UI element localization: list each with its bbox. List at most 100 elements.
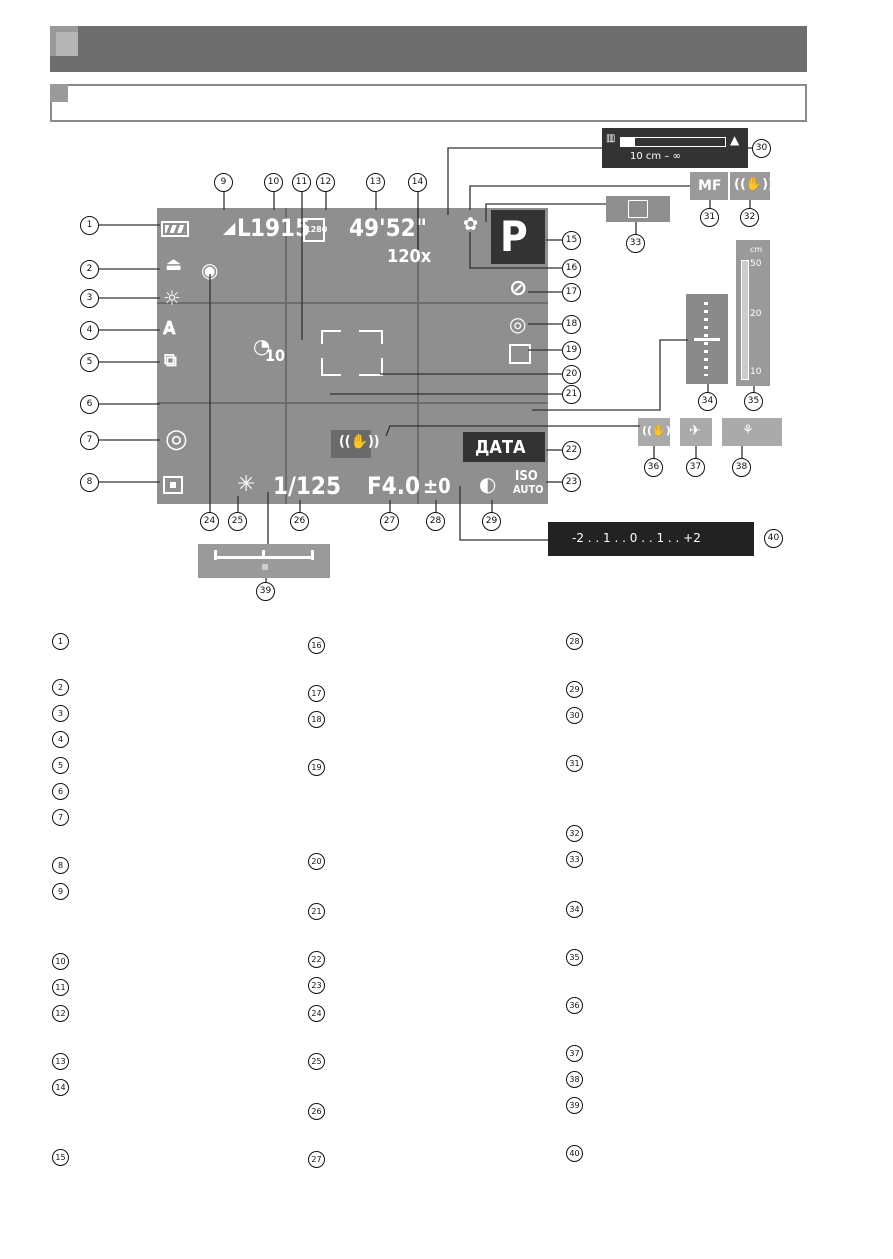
- camera-shake-warning: ((✋)): [730, 172, 774, 200]
- callout: 39: [256, 582, 275, 601]
- legend-item-36: 36: [566, 997, 583, 1014]
- callout: 33: [626, 234, 645, 253]
- callout: 16: [562, 259, 581, 278]
- legend-item-12: 12: [52, 1005, 69, 1022]
- recording-time: 49'52": [349, 214, 427, 242]
- wind-icon: ✈: [689, 423, 701, 439]
- grid-line: [157, 402, 548, 404]
- callout: 32: [740, 208, 759, 227]
- legend-item-25: 25: [308, 1053, 325, 1070]
- callout: 22: [562, 441, 581, 460]
- callout: 28: [426, 512, 445, 531]
- self-timer-icon: ◔: [253, 334, 271, 358]
- legend-item-27: 27: [308, 1151, 325, 1168]
- date-stamp-box: ДАТА: [463, 432, 545, 462]
- legend-item-16: 16: [308, 637, 325, 654]
- aperture-value: F4.0: [367, 472, 421, 500]
- iso-label: ISO: [515, 469, 538, 484]
- callout: 26: [290, 512, 309, 531]
- callout: 29: [482, 512, 501, 531]
- battery-icon: [161, 221, 189, 237]
- legend-item-32: 32: [566, 825, 583, 842]
- image-stabilization-box: ((✋)): [331, 430, 379, 458]
- focus-range-text: 10 cm – ∞: [630, 151, 681, 162]
- legend-item-39: 39: [566, 1097, 583, 1114]
- callout: 36: [644, 458, 663, 477]
- exposure-compensation: ±0: [423, 474, 451, 498]
- legend-item-13: 13: [52, 1053, 69, 1070]
- grid-line: [157, 302, 548, 304]
- my-colors-icon: 𝐀: [163, 318, 176, 339]
- movie-quality-icon: 1280: [303, 218, 327, 242]
- macro-small-icon: ▥: [606, 133, 616, 144]
- callout: 20: [562, 365, 581, 384]
- callout: 14: [408, 173, 427, 192]
- legend-item-29: 29: [566, 681, 583, 698]
- callout: 35: [744, 392, 763, 411]
- shake-icon: ((✋)): [734, 177, 774, 192]
- camera-lcd-screen: ⏏ ☼ 𝐀 ⧉ ◎ ◢ L 1915 1280 49'52" 120x ✿ P …: [157, 208, 548, 504]
- callout: 23: [562, 473, 581, 492]
- shooting-mode: P: [500, 212, 528, 261]
- callout: 40: [764, 529, 783, 548]
- shots-remaining: 1915: [250, 214, 311, 242]
- legend-item-31: 31: [566, 755, 583, 772]
- camera-orientation-icon: ⏏: [165, 254, 183, 275]
- camera-shake-icon: ◎: [165, 424, 188, 454]
- callout: 38: [732, 458, 751, 477]
- callout: 2: [80, 260, 99, 279]
- white-balance-icon: ☼: [163, 286, 181, 310]
- subsection-marker: [50, 84, 68, 102]
- legend-item-8: 8: [52, 857, 69, 874]
- legend-item-4: 4: [52, 731, 69, 748]
- drive-mode-icon: ⧉: [164, 350, 177, 371]
- grid-line: [417, 208, 419, 504]
- legend-item-22: 22: [308, 951, 325, 968]
- blink-icon: [628, 200, 648, 218]
- legend-item-38: 38: [566, 1071, 583, 1088]
- callout: 37: [686, 458, 705, 477]
- legend-item-28: 28: [566, 633, 583, 650]
- callout: 12: [316, 173, 335, 192]
- callout: 25: [228, 512, 247, 531]
- metering-icon: [163, 476, 183, 494]
- date-stamp: ДАТА: [475, 437, 526, 458]
- shooting-mode-box: P: [491, 210, 545, 264]
- legend-item-1: 1: [52, 633, 69, 650]
- legend-item-37: 37: [566, 1045, 583, 1062]
- shutter-speed: 1/125: [273, 472, 341, 500]
- landscape-icon: ▲: [730, 133, 740, 147]
- quality-triangle-icon: ◢: [223, 218, 236, 237]
- blink-detection: [606, 196, 670, 222]
- legend-item-24: 24: [308, 1005, 325, 1022]
- legend-item-34: 34: [566, 901, 583, 918]
- legend-item-23: 23: [308, 977, 325, 994]
- legend-item-10: 10: [52, 953, 69, 970]
- legend-item-20: 20: [308, 853, 325, 870]
- callout: 34: [698, 392, 717, 411]
- callout: 11: [292, 173, 311, 192]
- callout: 21: [562, 385, 581, 404]
- callout: 9: [214, 173, 233, 192]
- i-contrast-icon: ◐: [479, 472, 497, 496]
- focus-range-panel: ▥ ▲ 10 cm – ∞: [602, 128, 748, 168]
- callout: 4: [80, 321, 99, 340]
- wifi-icon: ◉: [201, 258, 219, 282]
- iso-auto: AUTO: [513, 483, 544, 496]
- ae-lock-bar: [198, 544, 330, 578]
- subsection-header-bar: [50, 84, 807, 122]
- red-eye-icon: ◎: [509, 312, 527, 336]
- ae-lock-icon: ✳: [237, 472, 256, 497]
- exposure-level-bar: -2 . . 1 . . 0 . . 1 . . +2: [548, 522, 754, 556]
- ev-scale: -2 . . 1 . . 0 . . 1 . . +2: [572, 531, 701, 545]
- wind-filter-indicator: ✈: [680, 418, 712, 446]
- callout: 17: [562, 283, 581, 302]
- attenuator-icon: ⚘: [742, 423, 754, 438]
- callout: 24: [200, 512, 219, 531]
- attenuator-indicator: ⚘: [722, 418, 782, 446]
- callout: 19: [562, 341, 581, 360]
- callout: 13: [366, 173, 385, 192]
- legend-item-33: 33: [566, 851, 583, 868]
- grid-line: [285, 208, 287, 504]
